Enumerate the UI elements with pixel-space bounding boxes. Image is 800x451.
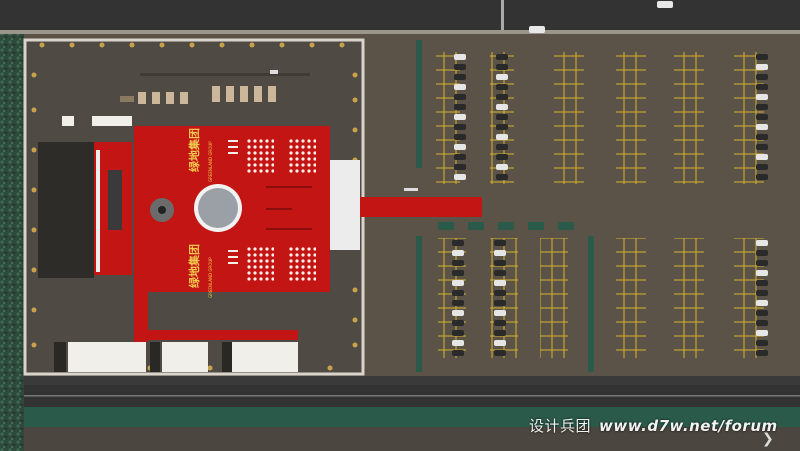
watermark-url: www.d7w.net/forum xyxy=(599,417,778,435)
parked-car xyxy=(494,300,506,306)
parked-car xyxy=(494,260,506,266)
parked-car xyxy=(496,74,508,80)
parked-car xyxy=(756,280,768,286)
parked-car xyxy=(756,124,768,130)
parked-car xyxy=(494,340,506,346)
parked-car xyxy=(496,104,508,110)
next-arrow-icon[interactable]: ❯ xyxy=(762,431,774,447)
parked-car xyxy=(496,154,508,160)
logo-bottom: 绿地集团 GREENLAND GROUP xyxy=(187,244,213,298)
parked-car xyxy=(494,330,506,336)
parked-car xyxy=(496,174,508,180)
parked-car xyxy=(454,144,466,150)
parked-car xyxy=(452,350,464,356)
parked-car xyxy=(756,104,768,110)
parked-car xyxy=(756,310,768,316)
parked-car xyxy=(454,64,466,70)
parked-car xyxy=(494,310,506,316)
parked-car xyxy=(454,84,466,90)
parked-car xyxy=(756,270,768,276)
parked-car xyxy=(494,290,506,296)
parked-car xyxy=(756,144,768,150)
parked-car xyxy=(756,134,768,140)
main-stage xyxy=(134,126,482,342)
logo-company-tagline: GREENLAND GROUP xyxy=(208,141,213,182)
bottom-road xyxy=(24,376,800,451)
parked-car xyxy=(496,94,508,100)
dark-hall xyxy=(38,142,94,278)
parked-car xyxy=(756,240,768,246)
booth-row xyxy=(120,86,276,104)
parked-car xyxy=(756,260,768,266)
parked-car xyxy=(452,320,464,326)
parked-car xyxy=(756,114,768,120)
parked-car xyxy=(454,104,466,110)
parked-car xyxy=(452,270,464,276)
parked-car xyxy=(452,340,464,346)
parked-car xyxy=(756,164,768,170)
parked-car xyxy=(454,134,466,140)
parked-car xyxy=(496,164,508,170)
parked-car xyxy=(452,260,464,266)
parked-car xyxy=(454,124,466,130)
parked-car xyxy=(756,350,768,356)
parked-car xyxy=(496,114,508,120)
logo-company-name: 绿地集团 xyxy=(187,128,201,172)
parked-car xyxy=(496,144,508,150)
parked-car xyxy=(454,154,466,160)
parked-car xyxy=(494,320,506,326)
parked-car xyxy=(494,280,506,286)
parked-car xyxy=(452,250,464,256)
parked-car xyxy=(452,310,464,316)
parked-car xyxy=(756,290,768,296)
watermark-site-name: 设计兵团 xyxy=(529,417,592,435)
parked-car xyxy=(756,250,768,256)
white-tents xyxy=(68,342,298,372)
parked-car xyxy=(496,64,508,70)
parked-car xyxy=(452,330,464,336)
parked-cars xyxy=(452,54,768,356)
logo-company-tagline-2: GREENLAND GROUP xyxy=(208,257,213,298)
watermark: 设计兵团 www.d7w.net/forum xyxy=(529,415,778,436)
parked-car xyxy=(454,94,466,100)
parked-car xyxy=(756,64,768,70)
parked-car xyxy=(452,290,464,296)
parked-car xyxy=(756,154,768,160)
logo-company-name-2: 绿地集团 xyxy=(187,244,201,288)
parked-car xyxy=(756,300,768,306)
parked-car xyxy=(494,270,506,276)
parked-car xyxy=(454,114,466,120)
parking-lot xyxy=(404,40,764,372)
parked-car xyxy=(756,340,768,346)
parked-car xyxy=(756,330,768,336)
parked-car xyxy=(454,74,466,80)
logo-top: 绿地集团 GREENLAND GROUP xyxy=(187,128,213,182)
parked-car xyxy=(454,164,466,170)
parked-car xyxy=(452,300,464,306)
parked-car xyxy=(756,320,768,326)
parked-car xyxy=(756,84,768,90)
parked-car xyxy=(756,54,768,60)
parked-car xyxy=(756,174,768,180)
parked-car xyxy=(496,54,508,60)
parked-car xyxy=(454,54,466,60)
parked-car xyxy=(494,350,506,356)
parked-car xyxy=(756,74,768,80)
parked-car xyxy=(494,250,506,256)
parked-car xyxy=(494,240,506,246)
parked-car xyxy=(452,240,464,246)
parked-car xyxy=(454,174,466,180)
parked-car xyxy=(496,124,508,130)
parked-car xyxy=(496,134,508,140)
parked-car xyxy=(756,94,768,100)
parked-car xyxy=(452,280,464,286)
parked-car xyxy=(496,84,508,90)
top-road xyxy=(0,0,800,34)
white-kiosks xyxy=(62,116,132,126)
left-greenery xyxy=(0,34,24,451)
